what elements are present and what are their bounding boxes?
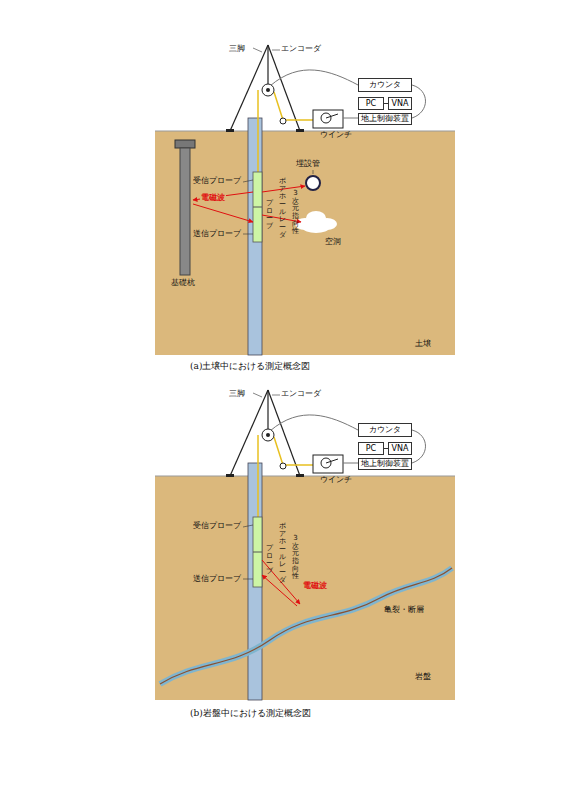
control-unit-box: 地上制御装置 [358,458,412,470]
probe-name: プローブ [266,545,273,576]
probe-name: プローブ [266,200,273,231]
vna-box: VNA [388,442,412,455]
counter-box: カウンタ [358,78,412,92]
part-name: 受信プローブ [193,522,241,531]
region-name: 亀裂・断層 [384,606,424,615]
vna-box: VNA [388,97,412,110]
counter-box: カウンタ [358,423,412,437]
part-name: ウインチ [320,476,352,485]
part-name: 受信プローブ [193,177,241,186]
box-label: PC [366,445,376,453]
part-name: エンコーダ [281,45,321,54]
part-name: 送信プローブ [193,230,241,239]
part-name: 送信プローブ [193,575,241,584]
region-name: 土壌 [415,340,431,349]
part-name: 基礎杭 [171,279,195,288]
region-name: 岩盤 [415,673,431,682]
probe-name: ボアホールレーダ [279,523,286,585]
box-label: 地上制御装置 [361,460,409,468]
control-unit-box: 地上制御装置 [358,113,412,125]
box-label: VNA [392,100,409,108]
caption: (a)土壌中における測定概念図 [190,362,310,372]
box-label: 地上制御装置 [361,115,409,123]
part-name: 三脚 [229,45,245,54]
box-label: カウンタ [369,81,401,89]
wave-label: 電磁波 [302,582,328,591]
caption: (b)岩盤中における測定概念図 [190,709,311,719]
part-name: 三脚 [229,390,245,399]
part-name: エンコーダ [281,390,321,399]
part-name: 空洞 [325,238,341,247]
pc-box: PC [358,97,384,110]
box-label: カウンタ [369,426,401,434]
box-label: VNA [392,445,409,453]
pc-box: PC [358,442,384,455]
part-name: 埋設管 [296,160,320,169]
part-name: ウインチ [320,131,352,140]
box-label: PC [366,100,376,108]
wave-label: 電磁波 [200,194,226,203]
probe-name: 3次元指向性 [292,190,299,236]
probe-name: ボアホールレーダ [279,178,286,240]
probe-name: 3次元指向性 [292,535,299,581]
